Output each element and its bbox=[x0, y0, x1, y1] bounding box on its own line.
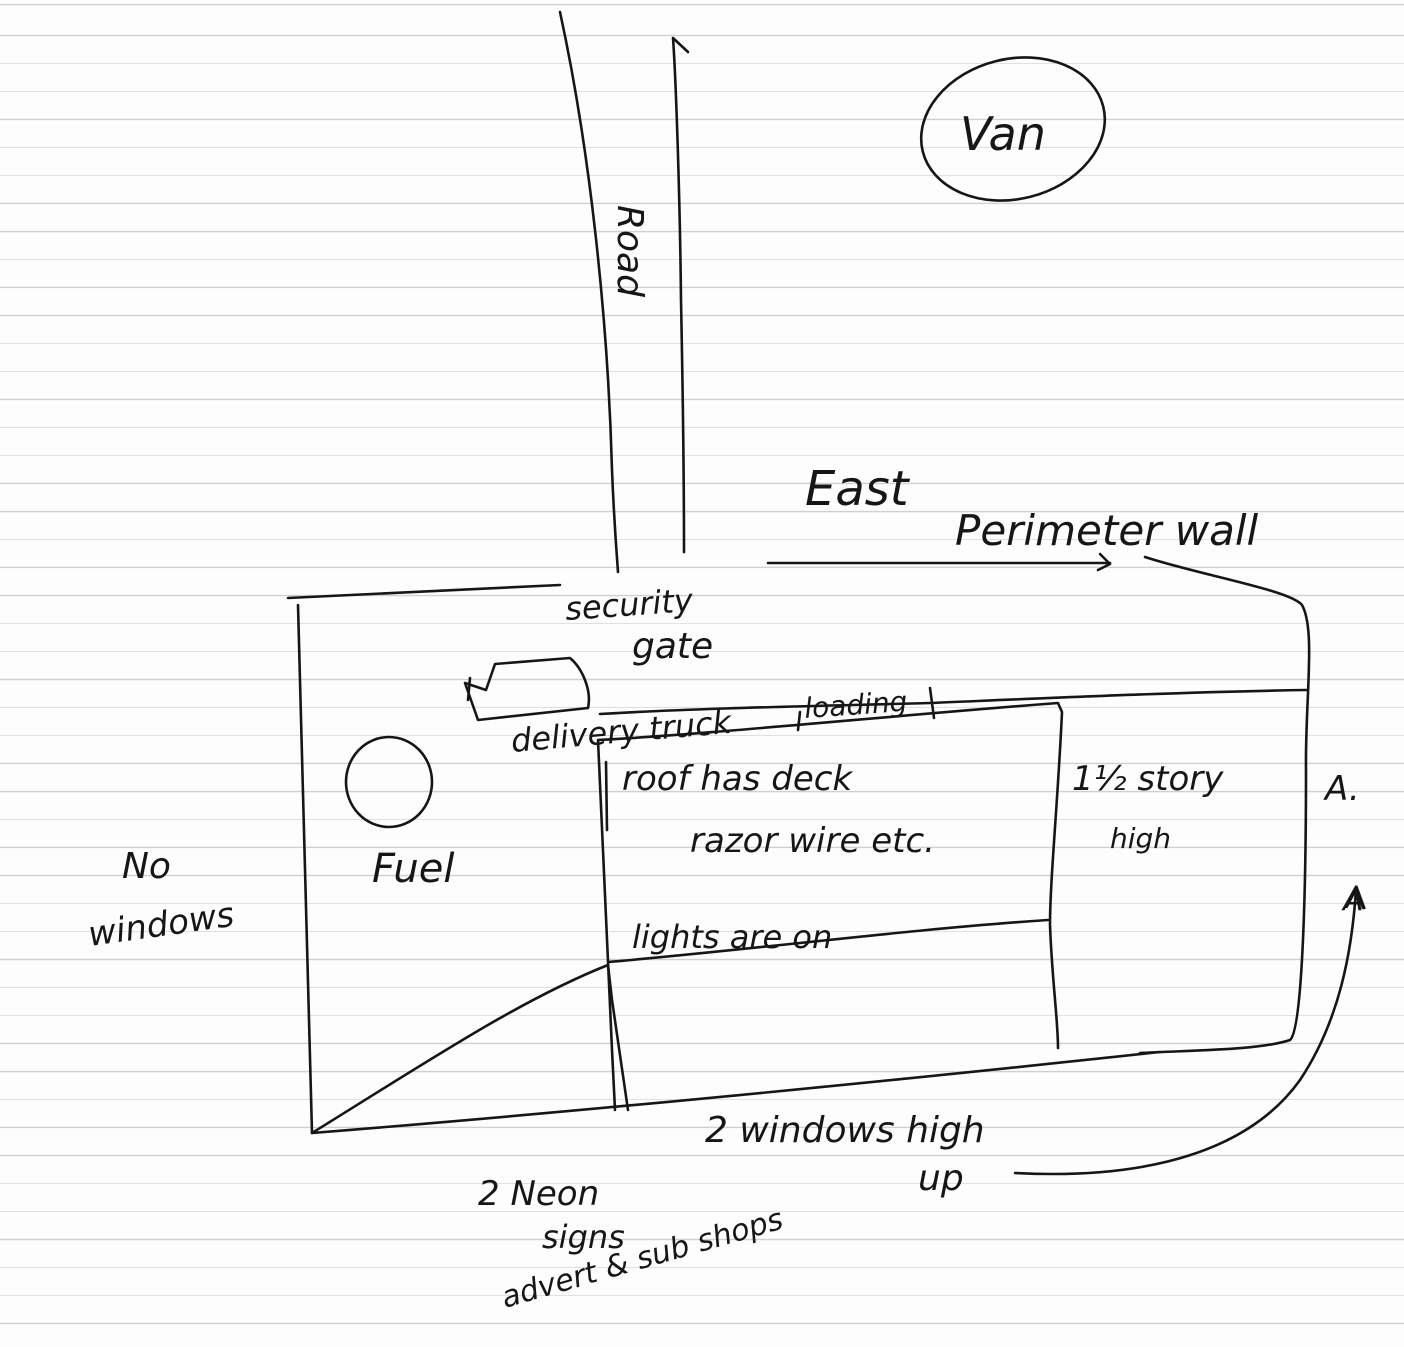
story-high-label-1: 1½ story bbox=[1072, 759, 1224, 799]
loading-tick bbox=[796, 686, 936, 732]
perimeter-wall-outline bbox=[286, 555, 1311, 1135]
security-gate-label-1: security bbox=[564, 581, 695, 628]
no-windows-label-2: windows bbox=[86, 895, 237, 955]
fuel-label: Fuel bbox=[372, 846, 454, 892]
lights-are-on-label: lights are on bbox=[632, 918, 832, 956]
perimeter-wall-arrow bbox=[1096, 552, 1112, 572]
windows-high-up-label-2: up bbox=[918, 1158, 964, 1199]
building-front-edge bbox=[310, 963, 630, 1135]
driveway-line bbox=[598, 688, 1308, 716]
windows-arrow bbox=[1013, 890, 1356, 1176]
fuel-tank-circle bbox=[344, 735, 434, 829]
marker-a-lower: A bbox=[1341, 883, 1364, 918]
roof-has-deck-label: roof has deck bbox=[622, 759, 853, 799]
van-label: Van bbox=[960, 107, 1046, 161]
perimeter-wall-bottom bbox=[310, 1050, 1162, 1135]
building-outline bbox=[596, 701, 1064, 1112]
lights-line bbox=[606, 918, 1050, 964]
neon-signs-label-1: 2 Neon bbox=[478, 1174, 599, 1214]
marker-a-upper: A. bbox=[1323, 769, 1360, 809]
road-right-edge bbox=[671, 36, 690, 554]
security-gate-label-2: gate bbox=[632, 626, 713, 667]
neon-signs-label-2: signs bbox=[542, 1218, 625, 1256]
no-windows-label-1: No bbox=[122, 846, 171, 887]
van-circle bbox=[919, 56, 1107, 202]
windows-high-up-label-1: 2 windows high bbox=[705, 1110, 985, 1151]
story-high-label-2: high bbox=[1110, 822, 1171, 855]
road-text: Road bbox=[609, 205, 650, 298]
road-left-edge bbox=[558, 10, 620, 574]
perimeter-wall-label: Perimeter wall bbox=[955, 506, 1259, 555]
neon-signs-label-3: advert & sub shops bbox=[498, 1202, 787, 1316]
delivery-truck-shape bbox=[463, 656, 591, 722]
loading-label: loading bbox=[803, 685, 908, 725]
east-label: East bbox=[805, 461, 911, 517]
delivery-truck-label: delivery truck bbox=[509, 703, 734, 760]
razor-wire-label: razor wire etc. bbox=[690, 821, 935, 861]
